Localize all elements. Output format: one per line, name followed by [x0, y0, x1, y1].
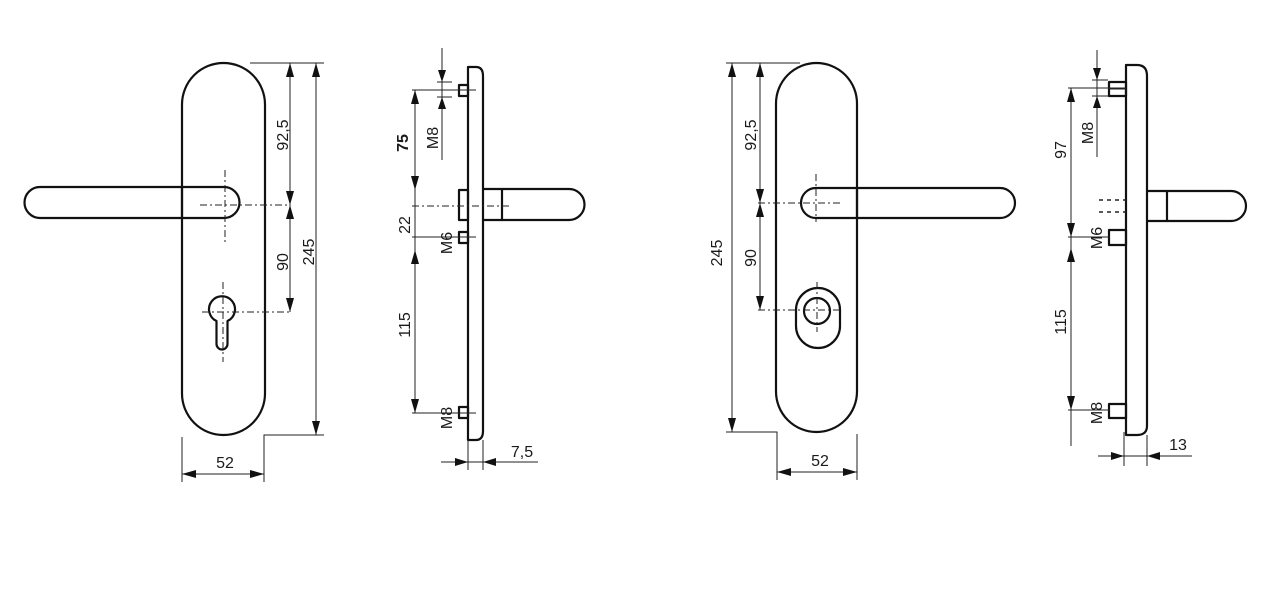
lever-handle-side: [483, 187, 586, 222]
lever-handle-side: [1147, 189, 1248, 223]
escutcheon-plate: [774, 61, 859, 434]
dim-plate-height: 245: [301, 239, 318, 266]
dim-handle-to-cylinder: 90: [275, 253, 292, 271]
label-screw-middle: M6: [1089, 227, 1106, 249]
view-side-round-cylinder: M8 97 M6 115 M8 13: [1053, 50, 1248, 466]
escutcheon-plate: [180, 61, 267, 437]
dim-top-screw-to-handle: 75: [395, 134, 412, 152]
dim-m6-to-bottom-screw: 115: [397, 312, 414, 338]
dim-m6-to-bottom-screw: 115: [1053, 309, 1070, 335]
label-screw-bottom: M8: [1089, 402, 1106, 424]
cylinder-rosette: [794, 286, 842, 350]
dim-plate-width: 52: [811, 453, 829, 470]
plate-side: [466, 65, 485, 442]
view-side-profile-cylinder: M8 75 22 M6 115 M8 7,5: [395, 48, 586, 470]
dim-top-screw-to-m6: 97: [1053, 141, 1070, 159]
dim-plate-width: 52: [216, 455, 234, 472]
euro-cylinder-keyhole: [207, 295, 237, 351]
dim-plate-thickness: 7,5: [511, 444, 533, 461]
view-front-profile-cylinder: 92,5 90 245 52: [23, 61, 324, 482]
label-screw-middle: M6: [439, 232, 456, 254]
dim-handle-to-cylinder: 90: [743, 249, 760, 267]
plate-side: [1124, 63, 1149, 437]
lever-handle: [23, 185, 241, 220]
dim-handle-to-m6: 22: [397, 216, 414, 234]
dim-top-to-handle: 92,5: [743, 119, 760, 150]
dim-plate-height: 245: [709, 240, 726, 267]
handle-rose: [457, 188, 470, 222]
lever-handle: [799, 186, 1017, 220]
dim-plate-thickness: 13: [1169, 437, 1187, 454]
label-screw-bottom: M8: [439, 407, 456, 429]
label-screw-top: M8: [1080, 122, 1097, 144]
view-front-round-cylinder: 245 92,5 90 52: [709, 61, 1017, 480]
dim-top-to-handle: 92,5: [275, 119, 292, 150]
label-screw-top: M8: [425, 127, 442, 149]
screw-bottom-m8: [1107, 402, 1128, 420]
